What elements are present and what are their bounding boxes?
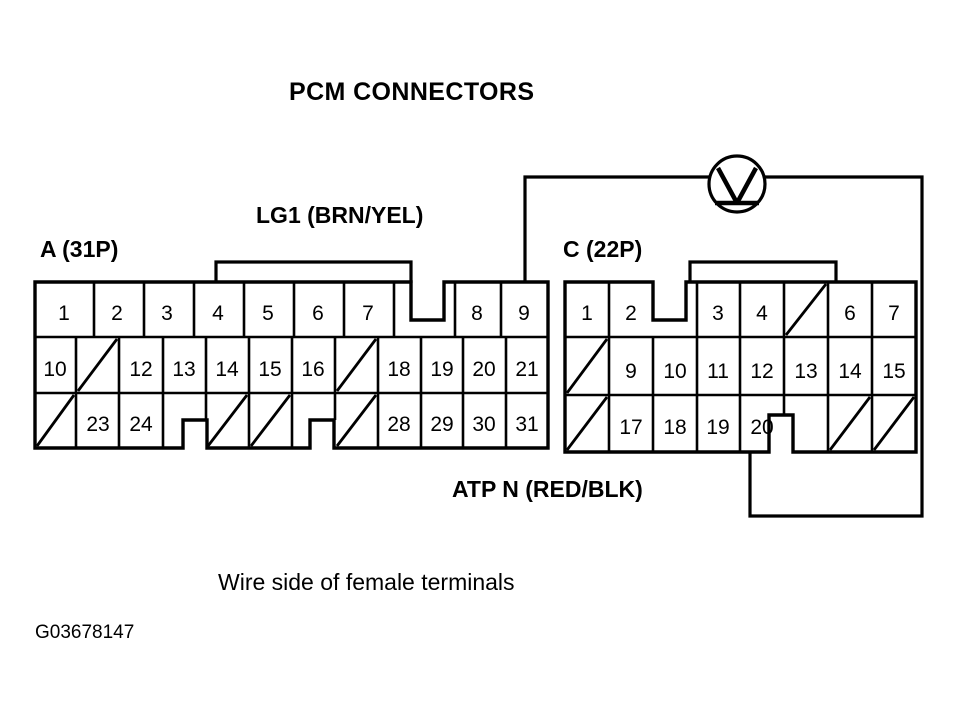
pin-number: 31 — [515, 413, 538, 436]
pin-number: 6 — [312, 302, 324, 325]
blank-slash — [206, 394, 249, 447]
pin-number: 30 — [472, 413, 495, 436]
pin-number: 10 — [43, 358, 66, 381]
connector-c-row3-dividers — [607, 395, 874, 452]
pin-number: 28 — [387, 413, 410, 436]
pin-number: 19 — [706, 416, 729, 439]
blank-slash — [565, 396, 609, 451]
wire-atpn-path — [748, 175, 924, 518]
pin-number: 2 — [111, 302, 123, 325]
connector-c-row1-numbers: 1 2 3 4 6 7 — [581, 302, 900, 325]
pin-number: 7 — [888, 302, 900, 325]
pin-number: 15 — [882, 360, 905, 383]
pin-number: 1 — [581, 302, 593, 325]
pin-number: 4 — [756, 302, 768, 325]
connector-c-row3-numbers: 17 18 19 20 — [619, 416, 773, 439]
page-title: PCM CONNECTORS — [289, 78, 534, 106]
pin-number: 19 — [430, 358, 453, 381]
connector-a-row2-numbers: 10 12 13 14 15 16 18 19 20 21 — [43, 358, 538, 381]
connector-c: C (22P) — [563, 236, 918, 454]
blank-slash — [565, 338, 609, 394]
pin-number: 9 — [518, 302, 530, 325]
blank-slash — [76, 338, 119, 392]
pin-number: 14 — [215, 358, 239, 381]
connector-a-blank-slashes — [35, 338, 378, 447]
pin-number: 4 — [212, 302, 224, 325]
pin-number: 3 — [712, 302, 724, 325]
connector-a-row3-numbers: 23 24 28 29 30 31 — [86, 413, 538, 436]
wire-label-atpn: ATP N (RED/BLK) — [452, 476, 643, 502]
pin-number: 20 — [750, 416, 773, 439]
wire-label-lg1: LG1 (BRN/YEL) — [256, 202, 423, 228]
connector-c-top-bracket — [688, 260, 838, 283]
pin-number: 3 — [161, 302, 173, 325]
wire-lg1-path — [523, 175, 709, 283]
pin-number: 16 — [301, 358, 324, 381]
figure-caption: Wire side of female terminals — [218, 569, 515, 595]
connector-a-row1-dividers — [92, 282, 503, 337]
pin-number: 14 — [838, 360, 862, 383]
connector-c-row1-dividers — [607, 282, 874, 337]
voltmeter-symbol — [707, 154, 767, 214]
figure-id: G03678147 — [35, 622, 134, 643]
pin-number: 5 — [262, 302, 274, 325]
pin-number: 17 — [619, 416, 642, 439]
connector-a-row3-dividers — [74, 393, 508, 448]
pin-number: 6 — [844, 302, 856, 325]
blank-slash — [35, 394, 76, 447]
connector-c-row2-dividers — [607, 337, 874, 395]
pin-number: 7 — [362, 302, 374, 325]
voltmeter-circle — [707, 154, 767, 214]
blank-slash — [249, 394, 292, 447]
voltmeter-v-stroke-left — [716, 166, 739, 205]
blank-slash — [335, 338, 378, 392]
pin-number: 12 — [129, 358, 152, 381]
connector-a-label: A (31P) — [40, 236, 118, 262]
pin-number: 21 — [515, 358, 538, 381]
pin-number: 12 — [750, 360, 773, 383]
connector-c-blank-slashes — [565, 283, 916, 451]
connector-a-row1-numbers: 1 2 3 4 5 6 7 8 9 — [58, 302, 530, 325]
blank-slash — [335, 394, 378, 447]
pin-number: 18 — [663, 416, 686, 439]
pin-number: 9 — [625, 360, 637, 383]
connector-a-top-bracket — [214, 260, 413, 283]
blank-slash — [784, 283, 828, 336]
wire-atpn — [748, 175, 924, 518]
pin-number: 15 — [258, 358, 281, 381]
pin-number: 10 — [663, 360, 686, 383]
pin-number: 1 — [58, 302, 70, 325]
pin-number: 18 — [387, 358, 410, 381]
voltmeter-v-stroke-right — [735, 166, 758, 205]
wire-lg1 — [523, 175, 709, 283]
pin-number: 13 — [794, 360, 817, 383]
pin-number: 11 — [707, 360, 729, 383]
connector-a: A (31P) — [33, 236, 550, 450]
connector-c-label: C (22P) — [563, 236, 642, 262]
connector-c-row2-numbers: 9 10 11 12 13 14 15 — [625, 360, 906, 383]
pin-number: 24 — [129, 413, 153, 436]
pin-number: 2 — [625, 302, 637, 325]
pin-number: 13 — [172, 358, 195, 381]
connector-a-row2-dividers — [74, 337, 508, 393]
pin-number: 8 — [471, 302, 483, 325]
pin-number: 29 — [430, 413, 453, 436]
pin-number: 23 — [86, 413, 109, 436]
blank-slash — [872, 396, 916, 451]
blank-slash — [828, 396, 872, 451]
pin-number: 20 — [472, 358, 495, 381]
